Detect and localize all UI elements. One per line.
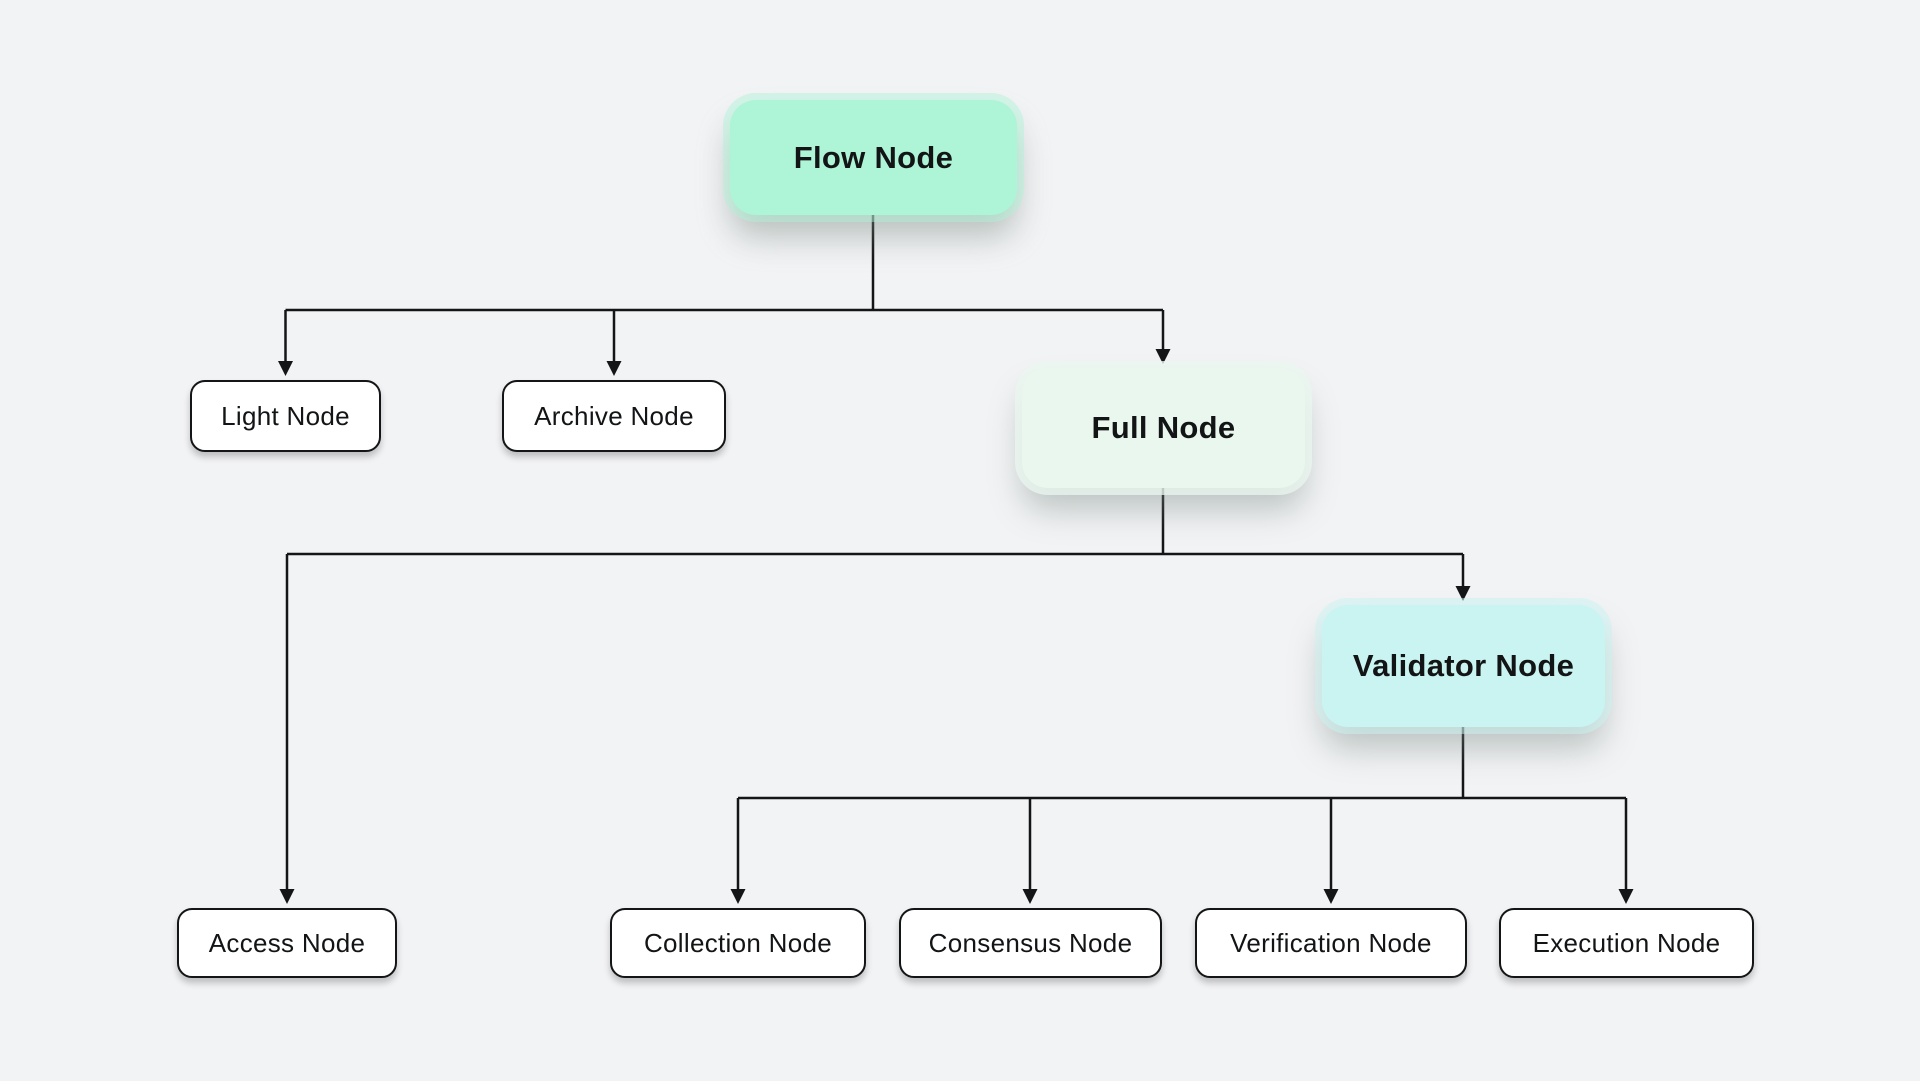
node-collection-node: Collection Node <box>610 908 866 978</box>
node-verification-node: Verification Node <box>1195 908 1467 978</box>
node-consensus-node: Consensus Node <box>899 908 1162 978</box>
node-archive-node: Archive Node <box>502 380 726 452</box>
node-validator-node: Validator Node <box>1322 605 1605 727</box>
edges-from-full-node <box>279 488 1471 904</box>
node-light-node: Light Node <box>190 380 381 452</box>
node-full-node: Full Node <box>1022 368 1305 488</box>
node-flow-node: Flow Node <box>730 100 1017 215</box>
edges-from-validator-node <box>730 727 1634 904</box>
node-access-node: Access Node <box>177 908 397 978</box>
node-execution-node: Execution Node <box>1499 908 1754 978</box>
edges-from-flow-node <box>278 215 1171 376</box>
